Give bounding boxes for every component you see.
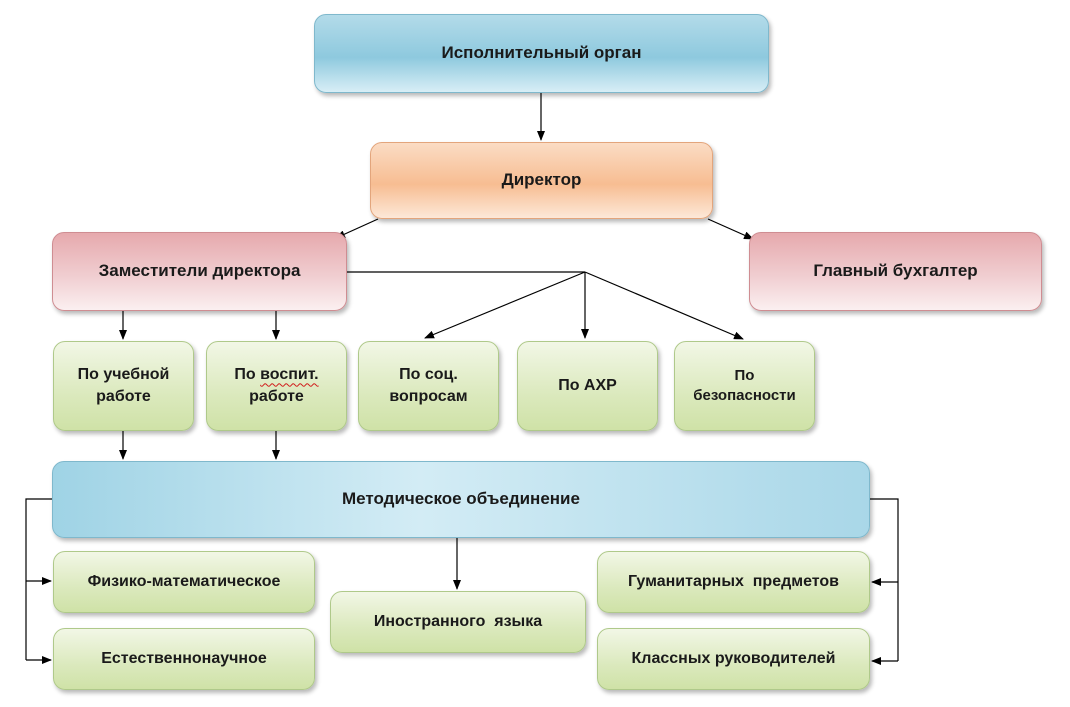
dept-upbringing-word-1: По (234, 366, 256, 384)
dept-social-line-2: вопросам (389, 388, 468, 405)
arrow-branch-to-safety (584, 271, 744, 340)
group-foreign-box: Иностранного языка (330, 591, 586, 653)
director-label: Директор (501, 170, 582, 190)
group-natsci-box: Естественнонаучное (53, 628, 315, 690)
dept-safety-line-2: безопасности (693, 387, 796, 404)
dept-upbringing-line-2: работе (249, 388, 304, 405)
dept-teaching-box: По учебной работе (53, 341, 194, 431)
arrow-director-to-accountant (707, 218, 754, 240)
dept-upbringing-word-2: воспит. (260, 366, 319, 384)
chief-accountant-box: Главный бухгалтер (749, 232, 1042, 311)
dept-social-box: По соц. вопросам (358, 341, 499, 431)
director-box: Директор (370, 142, 713, 219)
dept-ahr-label: По АХР (558, 377, 617, 395)
right-bracket (870, 498, 899, 661)
dept-teaching-line-2: работе (96, 388, 151, 405)
executive-organ-label: Исполнительный орган (441, 43, 642, 63)
arrow-branch-to-social (424, 271, 586, 339)
methodical-association-label: Методическое объединение (342, 489, 580, 509)
group-humanities-box: Гуманитарных предметов (597, 551, 870, 613)
dept-safety-box: По безопасности (674, 341, 815, 431)
group-classteachers-label: Классных руководителей (631, 650, 836, 668)
dept-social-line-1: По соц. (399, 366, 458, 384)
dept-safety-line-1: По (734, 366, 755, 384)
dept-teaching-line-1: По учебной (77, 366, 170, 384)
left-bracket (25, 498, 52, 660)
deputies-box: Заместители директора (52, 232, 347, 311)
deputies-label: Заместители директора (98, 261, 301, 281)
executive-organ-box: Исполнительный орган (314, 14, 769, 93)
group-natsci-label: Естественнонаучное (101, 650, 267, 668)
methodical-association-box: Методическое объединение (52, 461, 870, 538)
chief-accountant-label: Главный бухгалтер (813, 261, 978, 281)
group-physmath-box: Физико-математическое (53, 551, 315, 613)
group-physmath-label: Физико-математическое (87, 573, 281, 591)
dept-upbringing-box: По воспит. работе (206, 341, 347, 431)
group-classteachers-box: Классных руководителей (597, 628, 870, 690)
group-humanities-label: Гуманитарных предметов (627, 573, 840, 591)
group-foreign-label: Иностранного языка (373, 613, 543, 631)
dept-ahr-box: По АХР (517, 341, 658, 431)
